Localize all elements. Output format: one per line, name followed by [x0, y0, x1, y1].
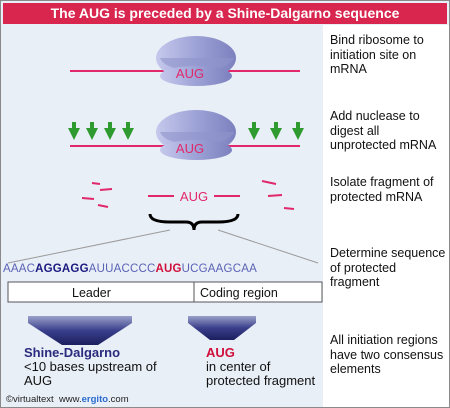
big-arrow-left [28, 316, 132, 345]
nuclease-arrow [248, 128, 260, 140]
big-arrow-right [188, 316, 256, 340]
shine-dalgarno-element: Shine-Dalgarno <10 bases upstream of AUG [24, 346, 164, 388]
seq-prefix: AAAC [3, 263, 36, 275]
aug-detail: in center of protected fragment [206, 359, 316, 388]
nuclease-arrows [68, 122, 304, 140]
mrna-sequence: AAACAGGAGGAUUACCCCAUGUCGAAGCAA [3, 263, 257, 275]
coding-region-label: Coding region [200, 286, 278, 300]
footer-copyright: ©virtualtext [6, 394, 54, 405]
nuclease-arrow [68, 128, 80, 140]
footer-brand: ergito [81, 394, 109, 405]
leader-label: Leader [72, 286, 111, 300]
aug-label-2: AUG [176, 141, 204, 156]
aug-label-1: AUG [176, 66, 204, 81]
aug-title: AUG [206, 345, 235, 360]
footer-domain: .com [108, 394, 129, 405]
zoom-lines [7, 229, 319, 264]
description-panel [327, 25, 449, 407]
region-bar-right [193, 281, 323, 303]
nuclease-arrow [270, 128, 282, 140]
ribosome-step1: AUG [70, 36, 300, 86]
footer-www: www. [58, 394, 82, 405]
sd-title: Shine-Dalgarno [24, 345, 121, 360]
seq-shine-dalgarno: AGGAGG [35, 263, 89, 275]
step-bind-ribosome: Bind ribosome to initiation site on mRNA [330, 33, 424, 76]
step-consensus-elements: All initiation regions have two consensu… [330, 333, 444, 376]
digested-fragments [81, 180, 295, 210]
nuclease-arrow [104, 128, 116, 140]
nuclease-arrow [292, 128, 304, 140]
nuclease-arrow [86, 128, 98, 140]
step-add-nuclease: Add nuclease to digest all unprotected m… [330, 109, 437, 152]
seq-middle: AUUACCCC [88, 263, 156, 275]
sd-detail: <10 bases upstream of AUG [24, 359, 157, 388]
curly-brace [148, 213, 240, 231]
footer-credit: ©virtualtext www.ergito.com [6, 394, 129, 405]
figure-title: The AUG is preceded by a Shine-Dalgarno … [3, 3, 447, 24]
ribosome-step2: AUG [68, 110, 304, 160]
aug-element: AUG in center of protected fragment [206, 346, 316, 388]
seq-suffix: UCGAAGCAA [181, 263, 257, 275]
nuclease-arrow [122, 128, 134, 140]
aug-label-3: AUG [180, 189, 208, 204]
step-isolate-fragment: Isolate fragment of protected mRNA [330, 175, 434, 204]
column-separator [323, 25, 327, 407]
seq-start-codon: AUG [155, 263, 182, 275]
step-determine-sequence: Determine sequence of protected fragment [330, 246, 446, 289]
